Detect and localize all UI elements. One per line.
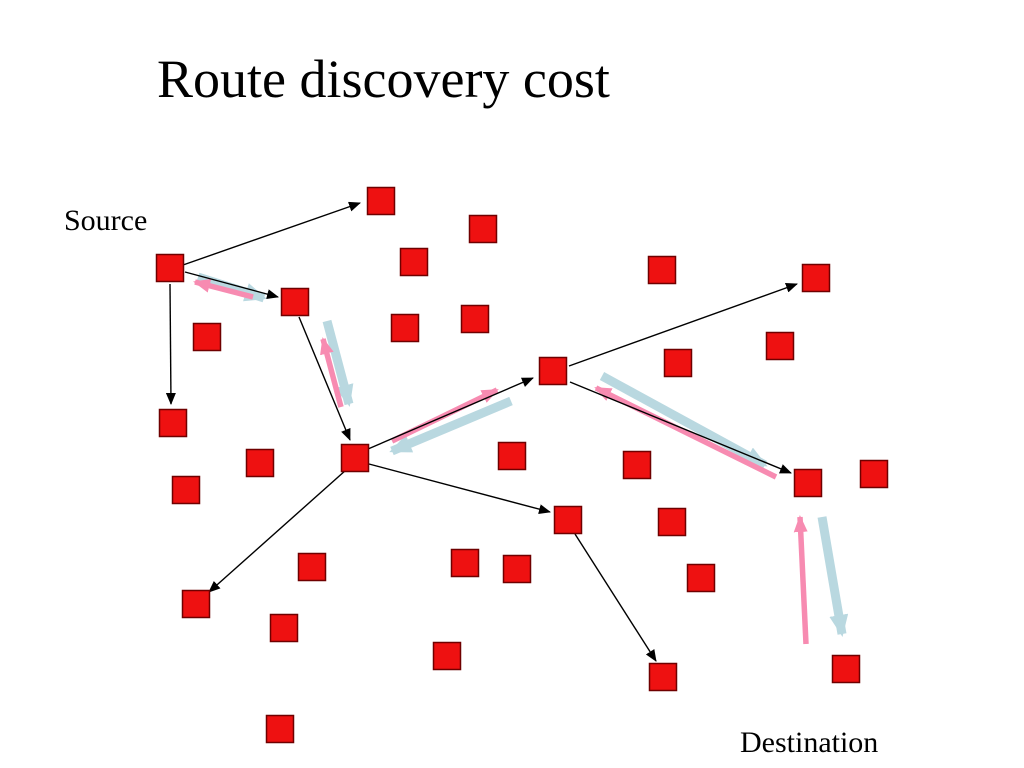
flood-arrow: [298, 316, 351, 441]
node-layer: [155, 186, 889, 744]
network-node: [366, 186, 396, 216]
network-node: [663, 348, 693, 378]
network-node: [158, 408, 188, 438]
network-node: [181, 589, 211, 619]
network-node: [269, 613, 299, 643]
network-node: [831, 654, 861, 684]
flood-arrow: [208, 469, 347, 593]
flood-arrow: [367, 377, 534, 450]
flood-arrow: [165, 283, 176, 405]
network-node: [497, 441, 527, 471]
network-node: [793, 468, 823, 498]
network-node: [859, 459, 889, 489]
network-node: [192, 322, 222, 352]
data-arrow: [322, 319, 354, 407]
network-node: [648, 662, 678, 692]
network-node: [171, 475, 201, 505]
network-node: [390, 313, 420, 343]
reply-arrow: [793, 515, 809, 645]
flood-arrow: [569, 381, 792, 474]
page-title: Route discovery cost: [157, 49, 610, 109]
flood-arrow: [368, 463, 551, 515]
network-node: [340, 443, 370, 473]
network-node: [460, 304, 490, 334]
flood-arrow-layer: [165, 201, 798, 662]
network-node: [686, 563, 716, 593]
destination-label: Destination: [740, 726, 879, 759]
network-node: [647, 255, 677, 285]
network-node: [280, 287, 310, 317]
network-node: [399, 247, 429, 277]
network-node: [765, 331, 795, 361]
network-node: [622, 450, 652, 480]
flood-arrow: [184, 271, 279, 299]
data-arrow: [817, 516, 849, 637]
reply-arrow: [594, 385, 778, 480]
flood-arrow: [568, 283, 798, 367]
reply-arrow: [320, 337, 344, 408]
network-node: [553, 505, 583, 535]
network-node: [450, 548, 480, 578]
data-arrow: [389, 396, 513, 456]
network-node: [502, 554, 532, 584]
network-node: [265, 714, 295, 744]
data-arrow: [599, 372, 768, 469]
network-node: [538, 356, 568, 386]
network-node: [155, 253, 185, 283]
flood-arrow: [574, 533, 657, 662]
network-node: [468, 214, 498, 244]
reply-arrow: [193, 278, 254, 300]
network-node: [801, 263, 831, 293]
network-node: [297, 552, 327, 582]
network-node: [657, 507, 687, 537]
source-label: Source: [64, 204, 148, 237]
network-node: [432, 641, 462, 671]
network-node: [245, 448, 275, 478]
flood-arrow: [182, 201, 361, 266]
reply-arrow-layer: [193, 278, 809, 645]
